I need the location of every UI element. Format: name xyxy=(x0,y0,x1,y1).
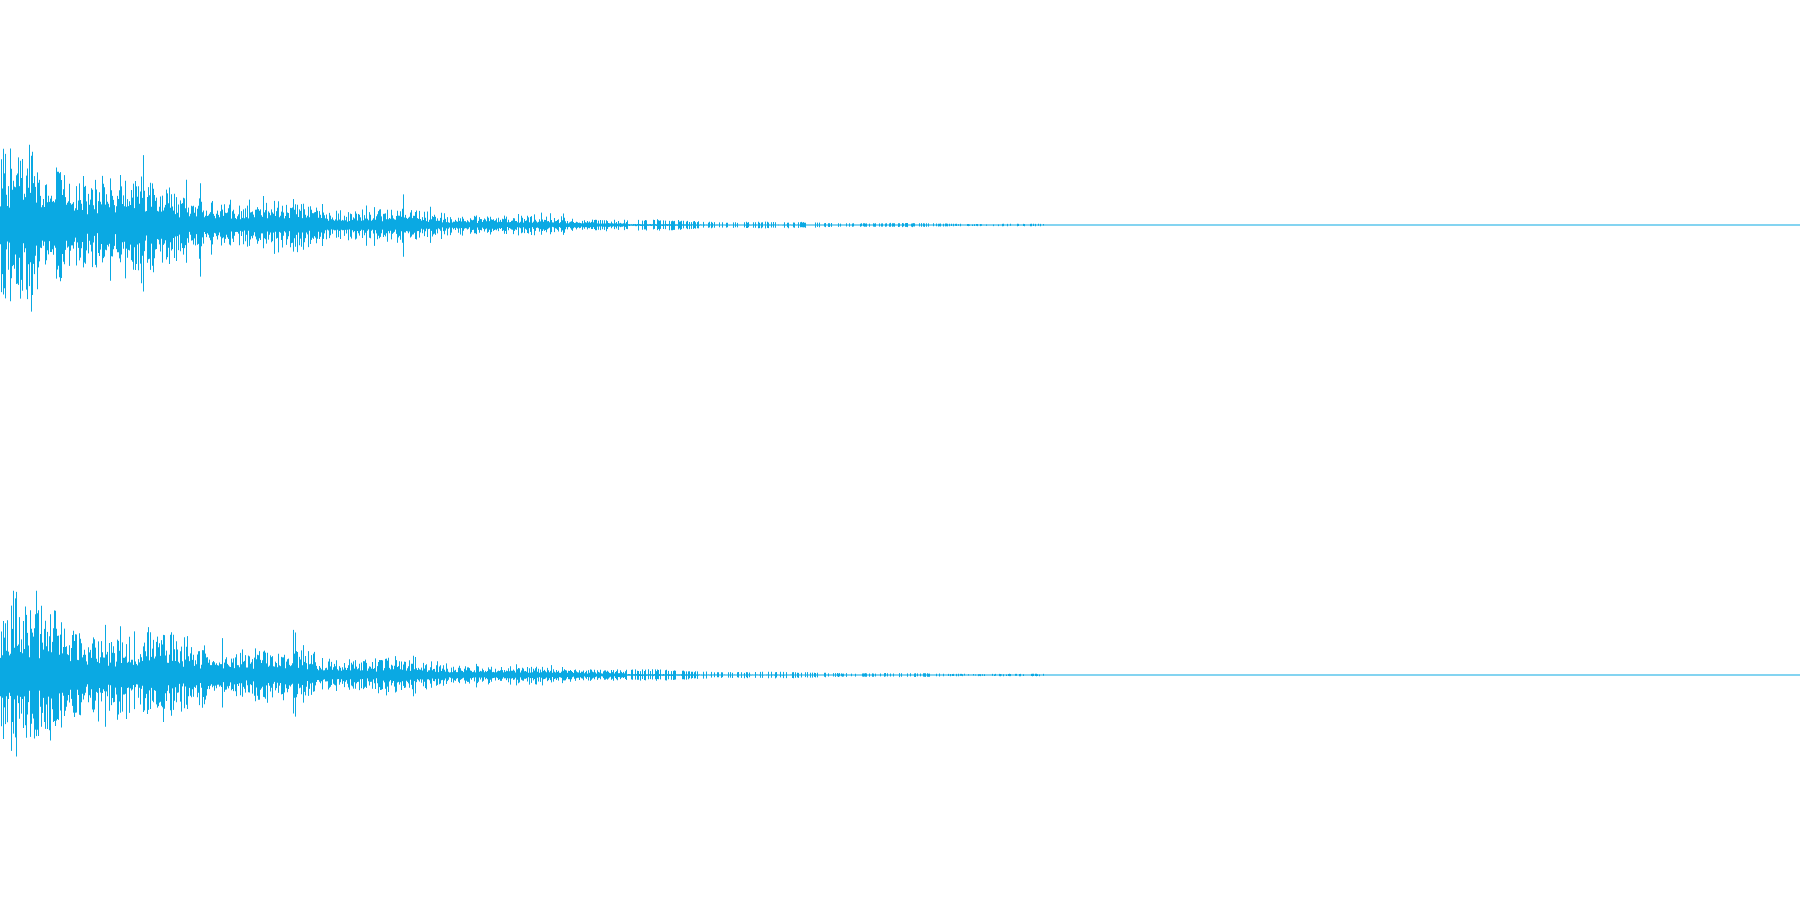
waveform-signal xyxy=(0,590,1044,757)
waveform-channel-2 xyxy=(0,590,1800,757)
waveform-channel-1 xyxy=(0,144,1800,312)
waveform-signal xyxy=(0,144,1044,312)
